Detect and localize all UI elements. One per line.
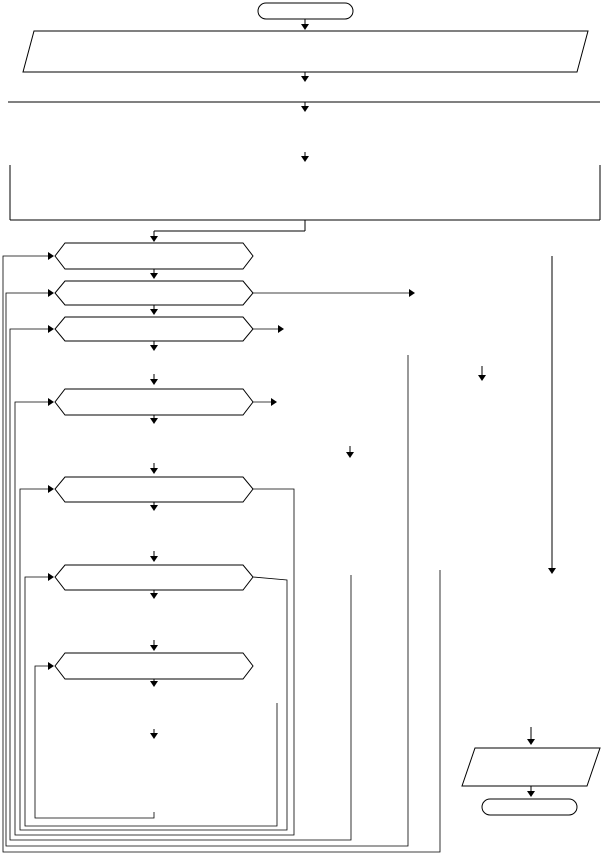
input-block	[22, 30, 589, 73]
main-connectors	[150, 19, 309, 739]
loop-block-2	[54, 280, 254, 306]
start-terminal	[257, 2, 354, 20]
process-wide-block	[9, 165, 601, 221]
loop-back-lines	[2, 252, 441, 853]
right-side-connectors	[346, 256, 556, 797]
loop-block-5	[54, 476, 254, 503]
loop-block-6	[54, 564, 254, 591]
loop-block-4	[54, 388, 254, 416]
loop-exit-connectors	[253, 289, 415, 406]
loop-block-1	[54, 242, 254, 270]
end-terminal	[481, 798, 578, 816]
loop-block-3	[54, 316, 254, 342]
loop-block-7	[54, 652, 254, 680]
output-block	[461, 747, 601, 787]
